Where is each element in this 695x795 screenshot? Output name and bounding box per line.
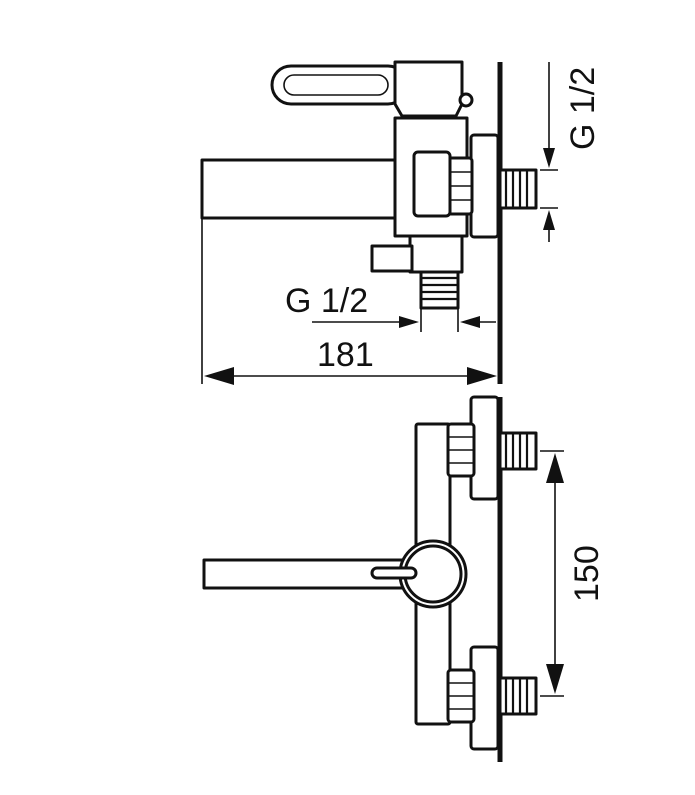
cartridge-head-side [393,60,464,118]
dimension-inlet-spacing: 150 [540,450,606,697]
dimension-overall-length: 181 [201,218,497,385]
dimension-label-outlet-thread: G 1/2 [285,282,368,320]
inlet-thread-top [498,431,538,471]
lever-handle-side [270,64,409,106]
side-view [200,60,538,384]
dimension-label-connection-thread: G 1/2 [564,67,602,150]
spout-side [200,158,399,220]
front-view [202,395,538,762]
outlet-thread-side [419,270,460,310]
inlet-thread-bottom [498,676,538,716]
dimension-outlet-thread: G 1/2 [285,282,496,332]
dimension-label-overall-length: 181 [317,336,374,374]
lever-front [370,566,418,580]
dimension-label-inlet-spacing: 150 [568,545,606,602]
coupling-side [412,150,452,218]
inlet-thread-side [498,168,538,210]
dimension-connection-thread: G 1/2 [540,62,602,242]
diverter-knob-side [370,244,414,273]
wall-flange-side [469,133,500,239]
diverter-block-side [408,234,464,274]
